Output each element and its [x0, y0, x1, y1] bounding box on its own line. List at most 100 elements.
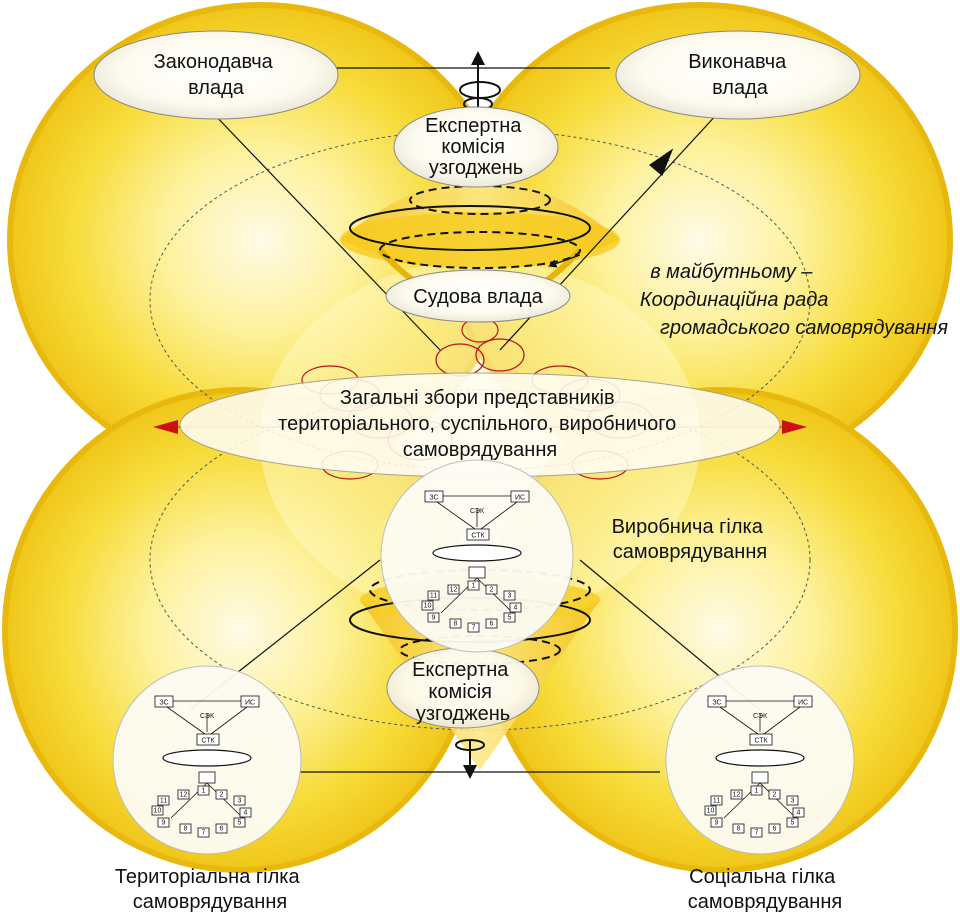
- number-5-box: [786, 817, 799, 828]
- number-1: 1: [755, 788, 759, 795]
- zs-label: ЗС: [429, 495, 438, 502]
- number-6-box: [215, 823, 228, 834]
- zs-label-box: [707, 695, 727, 708]
- number-4-box: [509, 602, 522, 613]
- is-label: ИС: [515, 495, 525, 502]
- number-6: 6: [220, 826, 224, 833]
- legislative-label: Законодавча влада: [154, 51, 279, 99]
- number-2: 2: [490, 587, 494, 594]
- number-1-box: [197, 785, 210, 796]
- social-branch-label: Соціальна гілка самоврядування: [688, 866, 842, 913]
- legislative-ellipse: [93, 30, 339, 120]
- stk-label-box: [466, 528, 490, 541]
- is-label-box: [240, 695, 260, 708]
- stk-label: СТК: [471, 533, 485, 540]
- sek-label: СЭК: [753, 713, 768, 720]
- is-label-box: [510, 490, 530, 503]
- number-10: 10: [424, 603, 432, 610]
- number-9: 9: [715, 820, 719, 827]
- number-12: 12: [450, 587, 458, 594]
- is-label: ИС: [798, 700, 808, 707]
- number-2-box: [215, 789, 228, 800]
- stk-label: СТК: [201, 738, 215, 745]
- number-7: 7: [202, 830, 206, 837]
- number-9-box: [157, 817, 170, 828]
- number-8-box: [179, 823, 192, 834]
- expert-commission-ellipse: [393, 106, 559, 188]
- zs-label: ЗС: [159, 700, 168, 707]
- number-9: 9: [432, 615, 436, 622]
- number-4-box: [239, 807, 252, 818]
- judicial-ellipse: [385, 269, 571, 323]
- number-11: 11: [713, 798, 720, 805]
- number-2: 2: [773, 792, 777, 799]
- number-4: 4: [244, 810, 248, 817]
- number-3: 3: [508, 593, 512, 600]
- number-8-box: [449, 618, 462, 629]
- number-1-box: [750, 785, 763, 796]
- red-arrow-left-icon: [153, 420, 178, 434]
- sek-label: СЭК: [470, 508, 485, 515]
- executive-label: Виконавча влада: [688, 51, 792, 99]
- number-4-box: [792, 807, 805, 818]
- number-10-box: [704, 805, 717, 816]
- number-9: 9: [162, 820, 166, 827]
- number-5-box: [233, 817, 246, 828]
- number-5: 5: [238, 820, 242, 827]
- number-5-box: [503, 612, 516, 623]
- number-1: 1: [202, 788, 206, 795]
- number-4: 4: [797, 810, 801, 817]
- zs-label-box: [154, 695, 174, 708]
- stk-label-box: [749, 733, 773, 746]
- number-9-box: [710, 817, 723, 828]
- number-10-box: [421, 600, 434, 611]
- territorial-branch-label: Територіальна гілка самоврядування: [115, 866, 305, 913]
- number-10-box: [151, 805, 164, 816]
- judicial-label: Судова влада: [413, 286, 543, 308]
- number-4: 4: [514, 605, 518, 612]
- number-5: 5: [508, 615, 512, 622]
- number-11-box: [157, 795, 170, 806]
- assembly-group: [153, 372, 807, 478]
- number-12: 12: [180, 792, 188, 799]
- mini-ellipse: [715, 749, 805, 767]
- number-8: 8: [184, 826, 188, 833]
- number-6: 6: [773, 826, 777, 833]
- sek-label: СЭК: [200, 713, 215, 720]
- number-1-box: [467, 580, 480, 591]
- number-10: 10: [707, 808, 715, 815]
- number-8-box: [732, 823, 745, 834]
- number-12-box: [730, 789, 743, 800]
- number-12-box: [447, 584, 460, 595]
- number-8: 8: [737, 826, 741, 833]
- number-7: 7: [472, 625, 476, 632]
- yellow-lobes: [2, 2, 958, 873]
- number-7: 7: [755, 830, 759, 837]
- mini-ellipse: [162, 749, 252, 767]
- production-branch-label: Виробнича гілка самоврядування: [612, 516, 769, 563]
- number-2-box: [485, 584, 498, 595]
- upper-rotation-rings: [349, 51, 591, 269]
- root-box: [468, 566, 486, 579]
- root-box: [198, 771, 216, 784]
- lower-expert-commission-label: Експертна комісія узгоджень: [412, 659, 514, 725]
- number-3: 3: [791, 798, 795, 805]
- is-label: ИС: [245, 700, 255, 707]
- number-3-box: [233, 795, 246, 806]
- number-7-box: [750, 827, 763, 838]
- number-3-box: [786, 795, 799, 806]
- number-3-box: [503, 590, 516, 601]
- zs-label-box: [424, 490, 444, 503]
- number-5: 5: [791, 820, 795, 827]
- red-arrow-right-icon: [782, 420, 807, 434]
- expert-commission-label: Експертна комісія узгоджень: [425, 115, 527, 179]
- number-11: 11: [160, 798, 167, 805]
- stk-label-box: [196, 733, 220, 746]
- number-7-box: [197, 827, 210, 838]
- number-3: 3: [238, 798, 242, 805]
